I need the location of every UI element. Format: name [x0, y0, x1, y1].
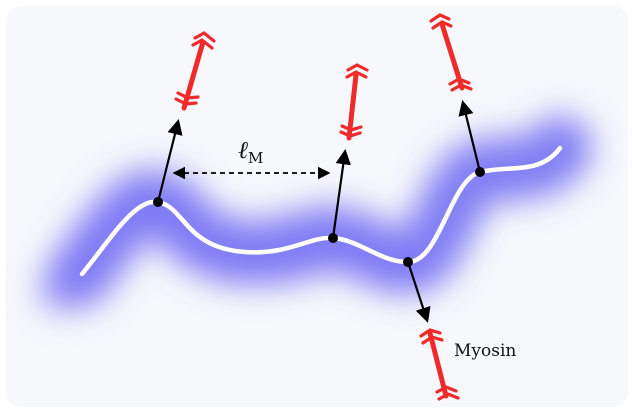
arrow-3: [458, 100, 482, 173]
binding-site-1: [153, 197, 163, 207]
myosin-rod-1: [174, 31, 216, 111]
arrow-4: [406, 261, 431, 323]
arrow-1: [156, 119, 183, 203]
myosin-label: Myosin: [454, 341, 516, 361]
myosin-rod-3: [429, 13, 473, 92]
myosin-rods: [174, 13, 473, 401]
binding-site-3: [403, 257, 413, 267]
binding-site-4: [475, 167, 485, 177]
myosin-rod-4: [419, 328, 460, 401]
spacing-label-sub: M: [248, 149, 263, 167]
myosin-rod-2: [339, 63, 369, 141]
myosin-arrows: [156, 100, 482, 323]
binding-sites: [153, 167, 485, 267]
spacing-label: ℓM: [238, 136, 263, 167]
arrow-2: [331, 148, 351, 239]
binding-site-2: [328, 233, 338, 243]
spacing-label-main: ℓ: [238, 136, 248, 164]
